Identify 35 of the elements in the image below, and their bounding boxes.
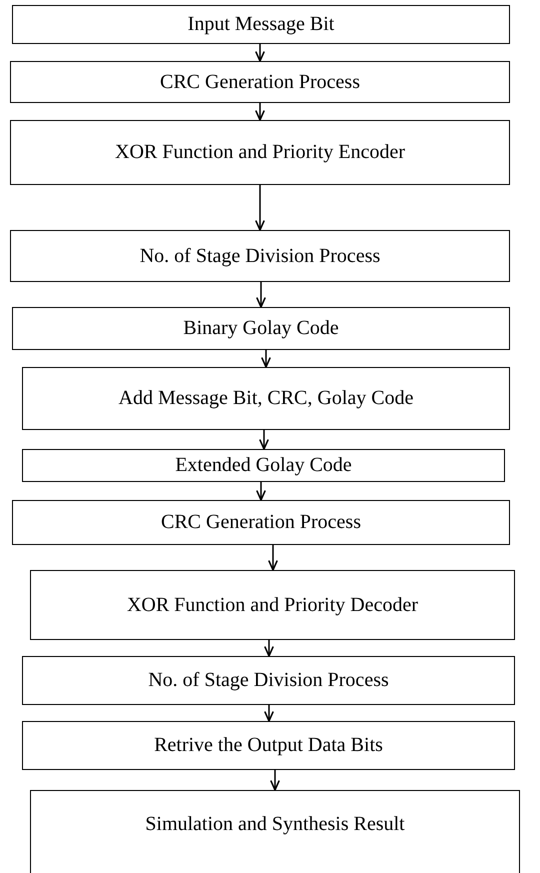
arrow — [255, 44, 265, 62]
process-box — [12, 5, 510, 44]
box-label: Extended Golay Code — [175, 453, 352, 478]
arrow — [268, 545, 278, 571]
box-label: Retrive the Output Data Bits — [154, 733, 383, 758]
arrow — [264, 640, 274, 657]
box-label: No. of Stage Division Process — [148, 668, 389, 693]
process-box — [22, 656, 515, 705]
process-box — [22, 367, 510, 430]
process-box — [22, 721, 515, 770]
arrow — [259, 430, 269, 450]
box-label: No. of Stage Division Process — [140, 244, 380, 268]
arrow — [255, 185, 265, 231]
process-box — [30, 570, 515, 640]
arrow — [256, 282, 266, 308]
process-box — [10, 230, 510, 282]
box-label: Add Message Bit, CRC, Golay Code — [118, 386, 414, 411]
process-box — [12, 307, 510, 350]
arrow — [264, 705, 274, 722]
box-label: Simulation and Synthesis Result — [145, 812, 405, 837]
arrow — [255, 103, 265, 121]
box-label: CRC Generation Process — [160, 70, 360, 94]
arrow — [256, 482, 266, 501]
box-label: Binary Golay Code — [183, 316, 339, 341]
process-box — [10, 120, 510, 185]
box-label: XOR Function and Priority Decoder — [126, 592, 418, 618]
box-label: Input Message Bit — [188, 12, 334, 37]
arrow — [261, 350, 271, 368]
process-box — [12, 500, 510, 545]
arrow — [270, 770, 280, 791]
box-label: XOR Function and Priority Encoder — [115, 140, 405, 165]
box-label: CRC Generation Process — [161, 510, 361, 535]
process-box — [10, 61, 510, 103]
process-box — [22, 449, 505, 482]
process-box — [30, 790, 520, 873]
